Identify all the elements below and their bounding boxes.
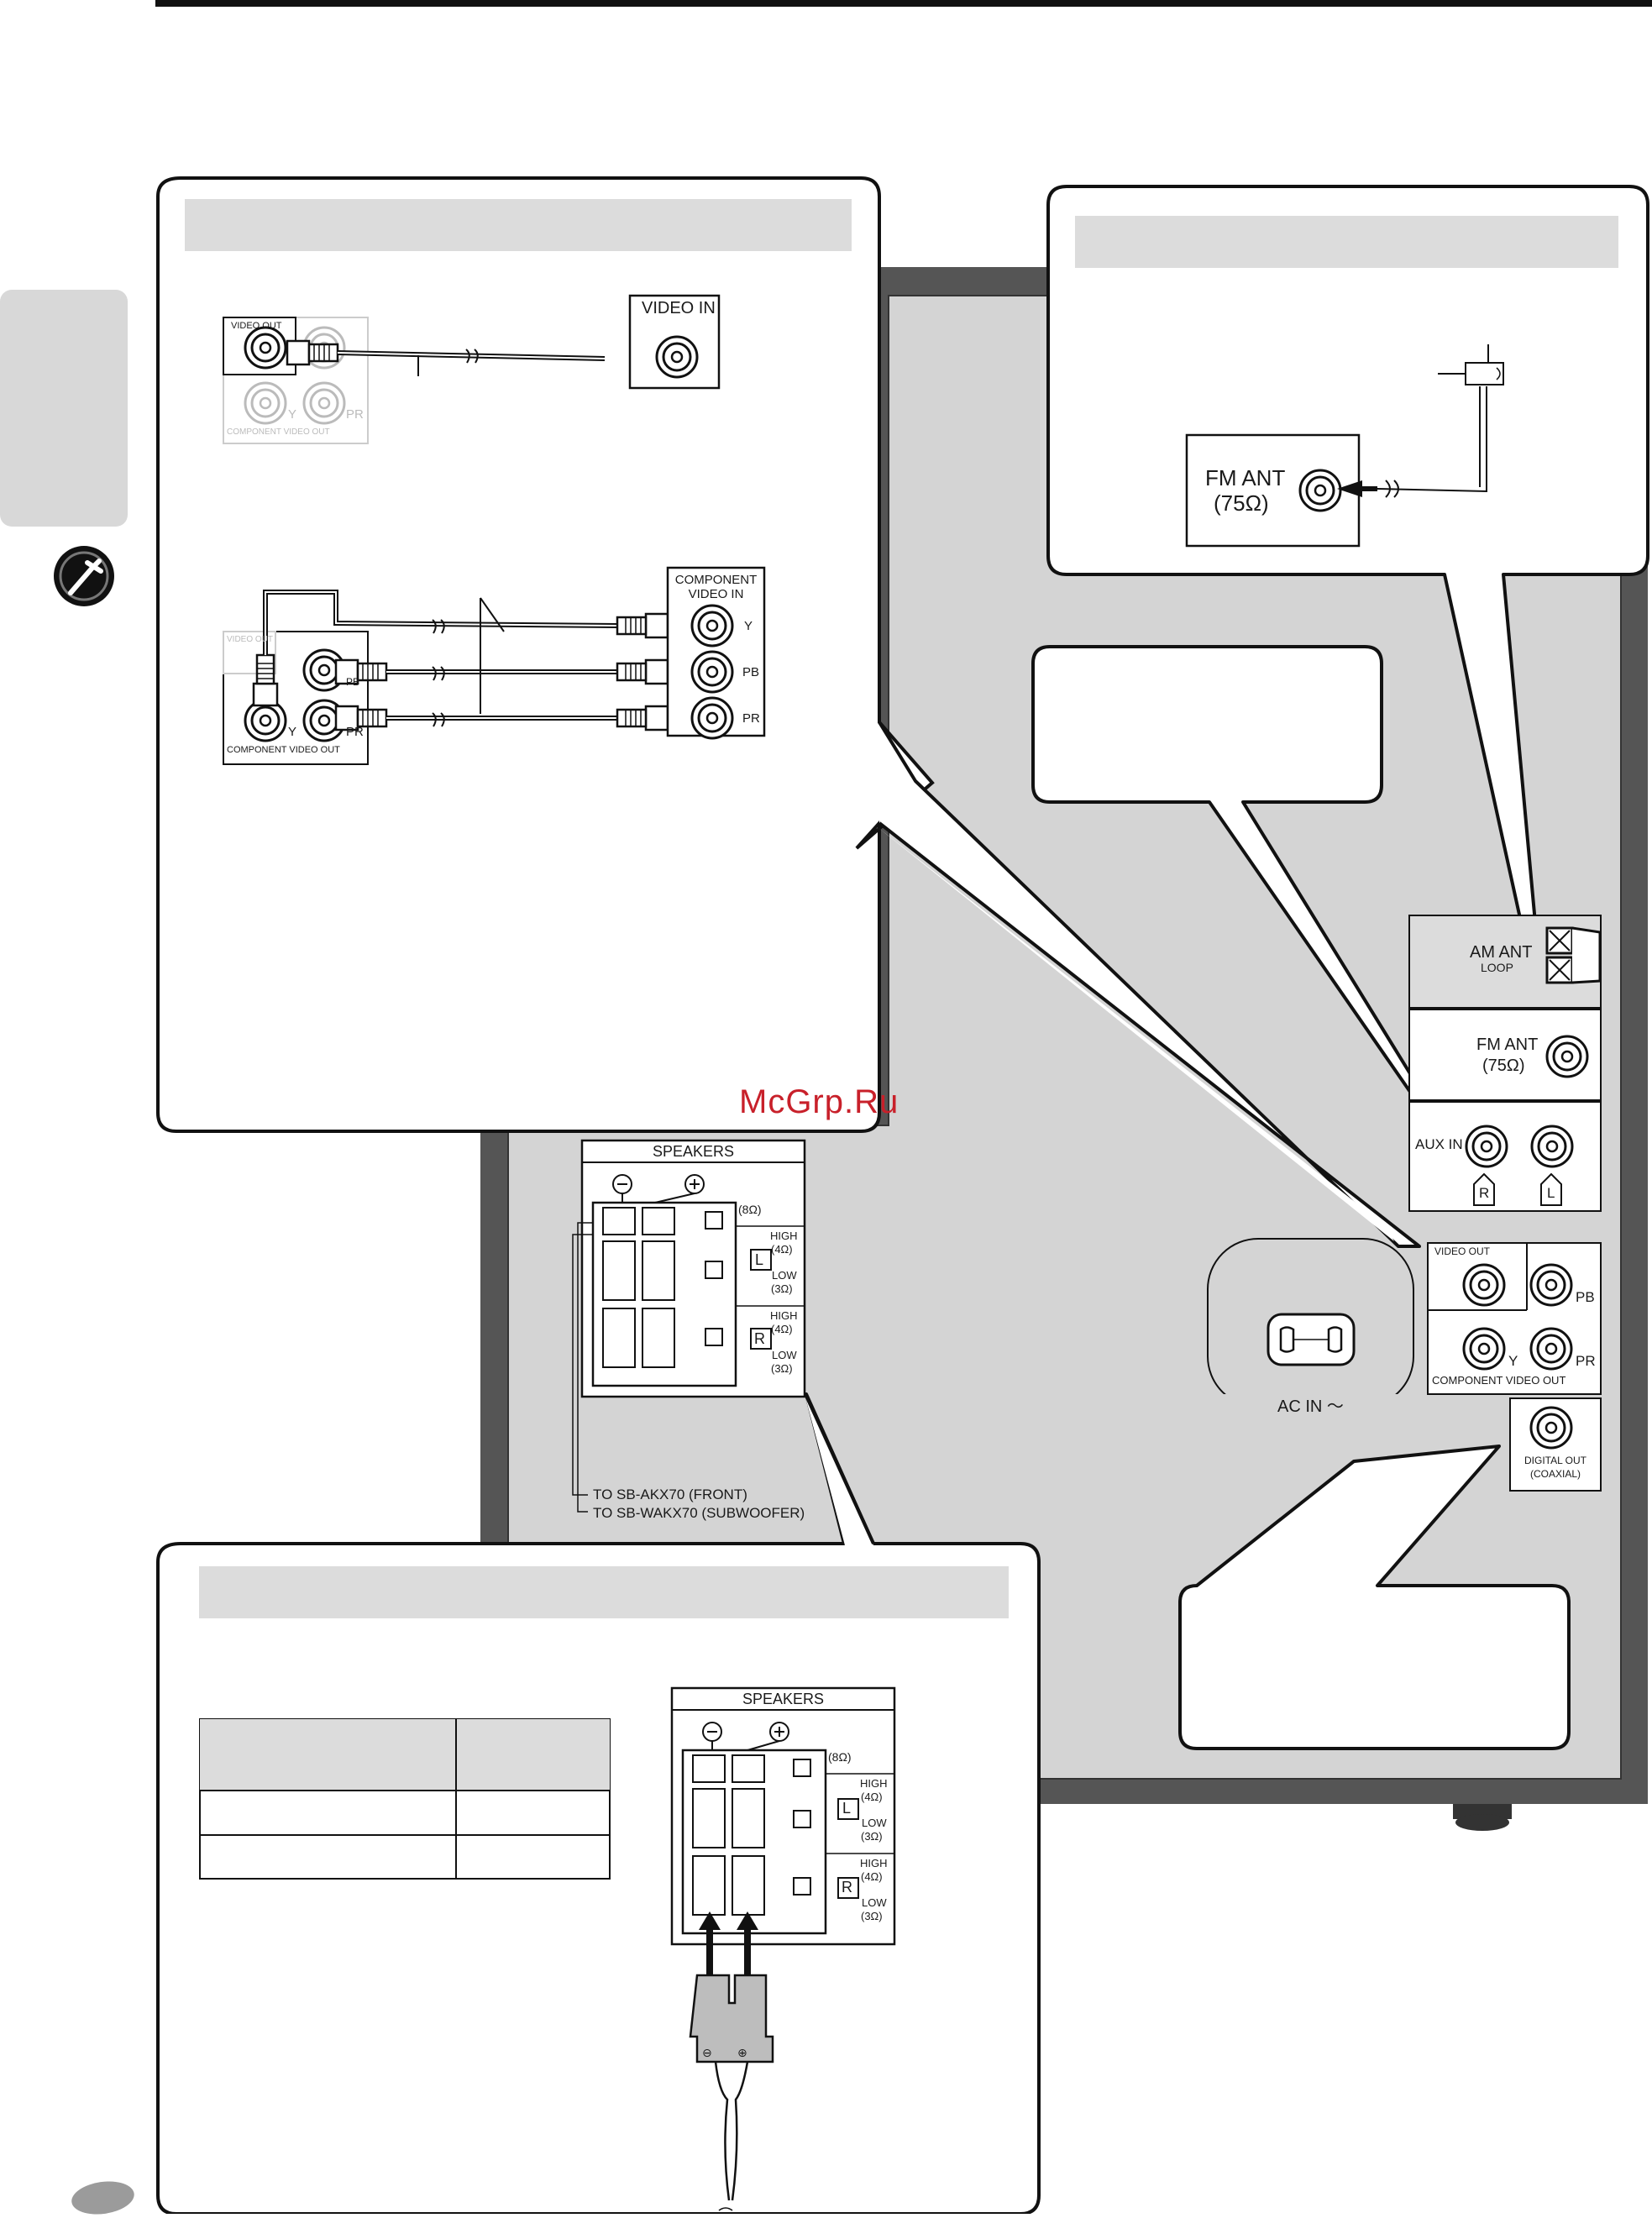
speaker-r-high-label: HIGH [770,1309,798,1322]
speaker-panel-r-3ohm-label: (3Ω) [861,1910,883,1922]
video-callout-pointer [878,721,1421,1248]
aux-l-label: L [1547,1185,1555,1201]
pr-in-label: PR [742,711,760,726]
tool-icon [54,546,114,606]
aux-in-block [1408,1101,1602,1212]
digital-out-block [1509,1397,1602,1492]
ac-in-label: AC IN ～ [1272,1398,1349,1415]
y-faded-label: Y [288,407,297,422]
speaker-panel-r-4ohm-label: (4Ω) [861,1870,883,1883]
side-tab [0,290,128,527]
speaker-l-label: L [755,1251,764,1268]
speaker-terminal [572,1139,806,1513]
speaker-panel-8ohm-label: (8Ω) [828,1750,852,1764]
am-ant-block [1408,915,1602,1009]
speaker-r-low-label: LOW [772,1349,797,1361]
speaker-panel-terminal [670,1686,896,2218]
speaker-terminal-title: SPEAKERS [652,1143,735,1160]
video-out-block [1427,1242,1602,1395]
fm-ant-block [1408,1009,1602,1101]
speaker-r-4ohm-label: (4Ω) [771,1323,793,1335]
plug-minus-label: ⊖ [702,2046,712,2059]
aux-r-label: R [1479,1185,1490,1201]
video-out-faded-label: VIDEO OUT [227,635,274,644]
fm-impedance-callout-label: (75Ω) [1214,490,1269,516]
speaker-8ohm-label: (8Ω) [738,1203,762,1216]
rear-component-video-out-label: COMPONENT VIDEO OUT [1432,1374,1566,1387]
speaker-panel-r-label: R [842,1879,852,1896]
ac-inlet [1207,1238,1414,1419]
am-ant-label: AM ANT [1470,943,1533,962]
digital-callout [1178,1445,1571,1750]
speaker-r-label: R [754,1330,765,1347]
speaker-panel-l-4ohm-label: (4Ω) [861,1791,883,1803]
pb-in-label: PB [742,665,760,679]
top-rule [155,0,1652,7]
speaker-l-high-label: HIGH [770,1230,798,1242]
speaker-l-4ohm-label: (4Ω) [771,1243,793,1256]
speaker-panel-l-high-label: HIGH [860,1777,888,1790]
video-in-label: VIDEO IN [642,299,716,317]
speaker-l-low-label: LOW [772,1269,797,1282]
component-video-in-label-2: VIDEO IN [688,587,744,601]
speaker-panel-l-3ohm-label: (3Ω) [861,1830,883,1843]
speaker-panel-title: SPEAKERS [742,1691,825,1707]
coaxial-label: (COAXIAL) [1529,1468,1581,1480]
watermark: McGrp.Ru [739,1083,899,1120]
to-front-label: TO SB-AKX70 (FRONT) [593,1487,747,1502]
component-video-in-label-1: COMPONENT [674,573,758,587]
fm-ant-callout-label: FM ANT [1205,465,1286,490]
component-connection [223,566,766,765]
pr-faded-label: PR [346,407,364,422]
speaker-r-3ohm-label: (3Ω) [771,1362,793,1375]
digital-out-label: DIGITAL OUT [1524,1455,1586,1466]
y-label: Y [288,725,297,739]
rear-pb-label: PB [1576,1289,1595,1305]
fm-antenna-connection [1185,344,1504,548]
speaker-panel-r-low-label: LOW [862,1896,887,1909]
speaker-panel-l-label: L [842,1800,852,1817]
composite-connection [223,294,721,444]
speaker-l-3ohm-label: (3Ω) [771,1282,793,1295]
to-sub-label: TO SB-WAKX70 (SUBWOOFER) [593,1505,805,1521]
video-out-label: VIDEO OUT [231,321,282,331]
plug-plus-label: ⊕ [737,2046,747,2059]
antenna-callout [1046,185,1649,1035]
rear-video-out-label: VIDEO OUT [1434,1245,1491,1257]
pb-label: PB [346,676,360,688]
speaker-panel-r-high-label: HIGH [860,1857,888,1869]
loop-label: LOOP [1481,961,1513,974]
speaker-table [199,1718,611,1880]
fm-impedance-label: (75Ω) [1482,1057,1525,1075]
fm-ant-label: FM ANT [1476,1036,1539,1054]
aux-in-label: AUX IN [1415,1136,1463,1152]
rear-pr-label: PR [1576,1353,1596,1369]
component-video-out-faded-label: COMPONENT VIDEO OUT [227,427,330,437]
pr-label: PR [346,725,364,739]
speaker-panel-l-low-label: LOW [862,1817,887,1829]
component-video-out-label: COMPONENT VIDEO OUT [227,745,340,755]
y-in-label: Y [744,619,753,633]
rear-y-label: Y [1508,1353,1518,1369]
